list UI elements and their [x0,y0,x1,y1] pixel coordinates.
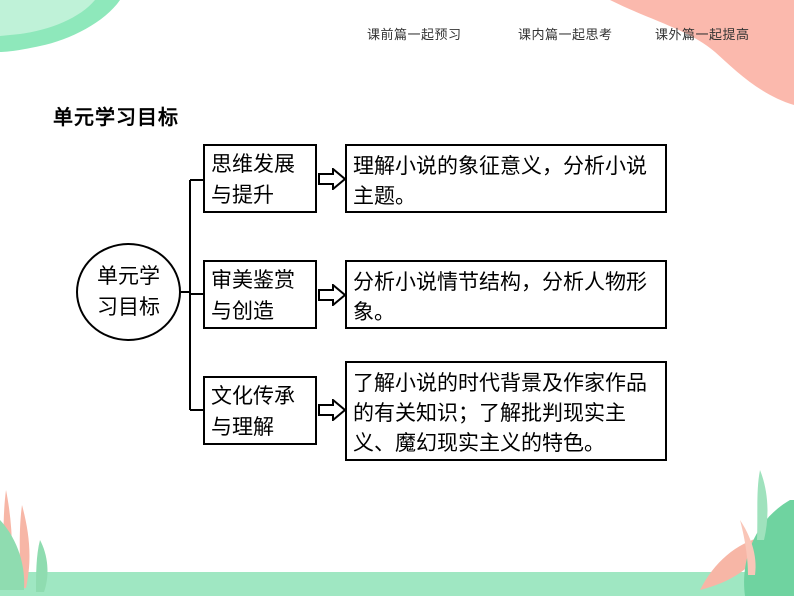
goal-text: 分析小说情节结构，分析人物形象。 [353,270,647,324]
root-label: 单元学习目标 [97,264,160,319]
category-box-aesthetics: 审美鉴赏与创造 [203,260,317,329]
category-label: 审美鉴赏与创造 [211,268,295,323]
goal-text: 了解小说的时代背景及作家作品的有关知识；了解批判现实主义、魔幻现实主义的特色。 [353,371,647,455]
root-node: 单元学习目标 [76,243,181,341]
section-title: 单元学习目标 [53,105,179,129]
nav-item-preview[interactable]: 课前篇一起预习 [367,28,462,43]
category-label: 文化传承与理解 [211,384,295,439]
nav-item-in-class[interactable]: 课内篇一起思考 [518,28,613,43]
category-box-thinking: 思维发展与提升 [203,144,317,213]
nav-item-extension[interactable]: 课外篇一起提高 [655,28,750,43]
goal-box-aesthetics: 分析小说情节结构，分析人物形象。 [345,260,667,329]
category-label: 思维发展与提升 [211,152,295,207]
category-box-culture: 文化传承与理解 [203,376,317,445]
top-nav: 课前篇一起预习 课内篇一起思考 课外篇一起提高 [0,24,794,44]
right-arrow-icon [318,399,346,421]
right-arrow-icon [318,284,346,306]
goal-text: 理解小说的象征意义，分析小说主题。 [353,154,647,208]
goal-box-culture: 了解小说的时代背景及作家作品的有关知识；了解批判现实主义、魔幻现实主义的特色。 [345,361,667,461]
goal-box-thinking: 理解小说的象征意义，分析小说主题。 [345,144,667,213]
right-arrow-icon [318,168,346,190]
